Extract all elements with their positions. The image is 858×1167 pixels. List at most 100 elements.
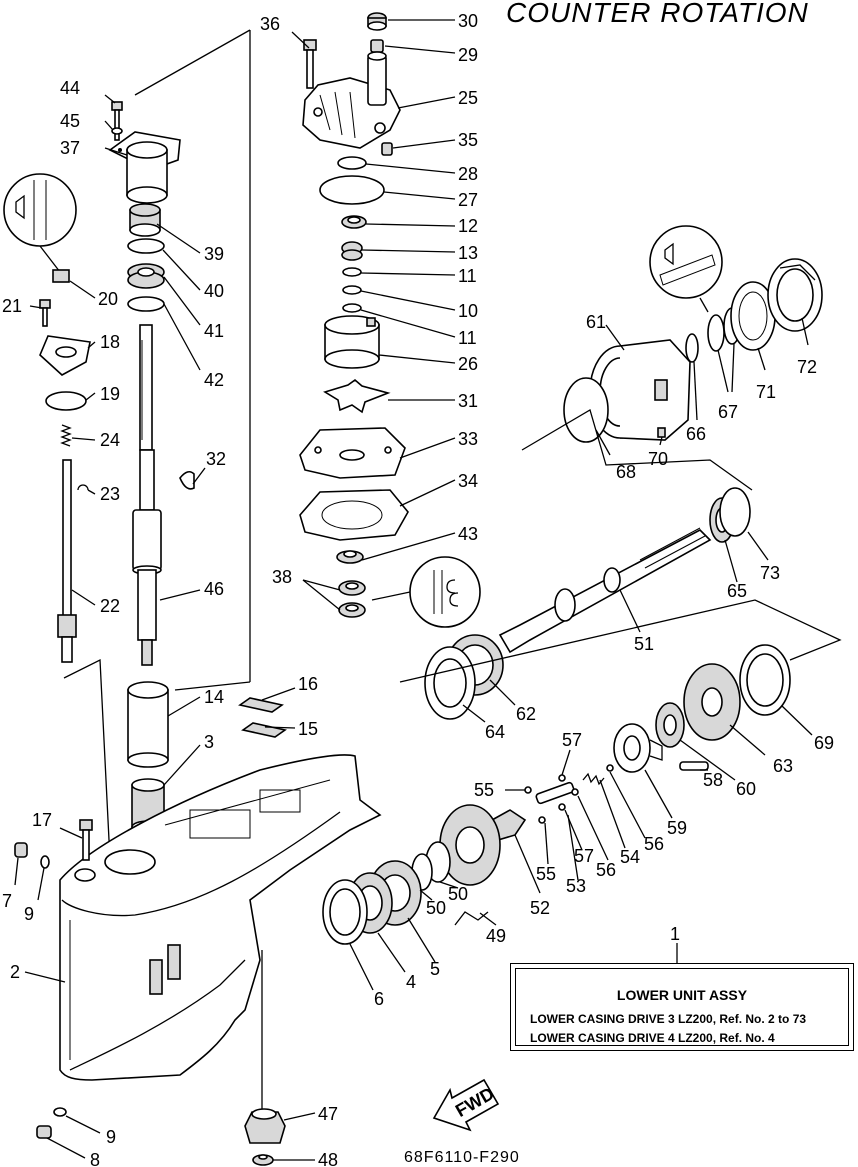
callout-9-b: 9 xyxy=(106,1127,116,1147)
part-45-washer xyxy=(111,127,123,135)
part-55-ball-a xyxy=(524,786,532,794)
callout-10: 10 xyxy=(458,301,478,321)
part-25-pump-housing xyxy=(302,51,401,149)
part-57-ball-a xyxy=(558,774,566,782)
callout-56-a: 56 xyxy=(644,834,664,854)
callout-25: 25 xyxy=(458,88,478,108)
callout-52: 52 xyxy=(530,898,550,918)
info-box-row: LOWER CASING DRIVE 3 LZ200, Ref. No. 2 t… xyxy=(530,1012,807,1026)
part-18-bracket xyxy=(39,335,91,376)
callout-59: 59 xyxy=(667,818,687,838)
part-66-bearing xyxy=(685,333,699,363)
callout-45: 45 xyxy=(60,111,80,131)
part-33-plate xyxy=(299,427,406,479)
callout-18: 18 xyxy=(100,332,120,352)
part-72-ring-nut xyxy=(767,258,823,332)
part-73-shim xyxy=(719,487,751,537)
part-22-shift-rod xyxy=(57,459,77,663)
callout-54: 54 xyxy=(620,847,640,867)
part-56-ball-b xyxy=(606,764,614,772)
callout-27: 27 xyxy=(458,190,478,210)
part-67-washer-a xyxy=(707,314,725,352)
callout-36: 36 xyxy=(260,14,280,34)
callout-50-a: 50 xyxy=(448,884,468,904)
callout-68: 68 xyxy=(616,462,636,482)
part-21-bolt xyxy=(39,299,51,327)
callout-63: 63 xyxy=(773,756,793,776)
callout-11-a: 11 xyxy=(458,266,477,286)
callout-24: 24 xyxy=(100,430,120,450)
part-11-washer-b xyxy=(342,303,362,313)
callout-38: 38 xyxy=(272,567,292,587)
callout-labels: 30 29 25 35 28 27 12 13 11 10 11 26 31 3… xyxy=(2,11,834,1167)
callout-71: 71 xyxy=(756,382,776,402)
part-56-ball-c xyxy=(571,788,579,796)
lower-unit-info-box: LOWER UNIT ASSY LOWER CASING DRIVE 3 LZ2… xyxy=(510,963,854,1051)
part-60-bearing xyxy=(655,702,685,748)
callout-31: 31 xyxy=(458,391,478,411)
bracket-housing xyxy=(521,409,753,491)
part-55-ball-b xyxy=(538,816,546,824)
callout-46: 46 xyxy=(204,579,224,599)
callout-40: 40 xyxy=(204,281,224,301)
callout-44: 44 xyxy=(60,78,80,98)
callout-14: 14 xyxy=(204,687,224,707)
part-13-seal xyxy=(341,241,363,261)
part-61-housing xyxy=(589,339,691,441)
part-37-bearing-housing xyxy=(108,131,181,204)
part-34-gasket xyxy=(299,489,409,541)
callout-17: 17 xyxy=(32,810,52,830)
guide-line-mid xyxy=(174,681,251,691)
part-14-sleeve xyxy=(127,681,169,768)
callout-51: 51 xyxy=(634,634,654,654)
part-38-oil-seals xyxy=(338,580,366,618)
callout-50-b: 50 xyxy=(426,898,446,918)
part-30-grommet xyxy=(367,12,387,31)
callout-65: 65 xyxy=(727,581,747,601)
callout-53: 53 xyxy=(566,876,586,896)
part-70-pin xyxy=(657,427,666,438)
callout-62: 62 xyxy=(516,704,536,724)
callout-35: 35 xyxy=(458,130,478,150)
part-31-impeller xyxy=(323,378,391,414)
callout-15: 15 xyxy=(298,719,318,739)
callout-57-b: 57 xyxy=(574,846,594,866)
callout-57-a: 57 xyxy=(562,730,582,750)
callout-58: 58 xyxy=(703,770,723,790)
part-24-spring xyxy=(60,424,72,447)
callout-67: 67 xyxy=(718,402,738,422)
callout-2: 2 xyxy=(10,962,20,982)
info-box-title: LOWER UNIT ASSY xyxy=(616,987,748,1003)
part-48-nut xyxy=(252,1154,274,1166)
bracket-49 xyxy=(454,911,489,926)
drawing-code: 68F6110-F290 xyxy=(404,1149,520,1166)
callout-9-a: 9 xyxy=(24,904,34,924)
callout-16: 16 xyxy=(298,674,318,694)
callout-61: 61 xyxy=(586,312,606,332)
callout-22: 22 xyxy=(100,596,120,616)
part-9-gasket-b xyxy=(53,1107,67,1117)
callout-23: 23 xyxy=(100,484,120,504)
callout-7: 7 xyxy=(2,891,12,911)
part-51-propeller-shaft xyxy=(498,527,712,654)
part-8-plug xyxy=(36,1125,52,1139)
part-15-pad xyxy=(241,722,287,738)
part-32-key xyxy=(179,470,195,490)
callout-42: 42 xyxy=(204,370,224,390)
callout-70: 70 xyxy=(648,449,668,469)
callout-29: 29 xyxy=(458,45,478,65)
part-36-bolt xyxy=(303,39,317,89)
callout-37: 37 xyxy=(60,138,80,158)
callout-48: 48 xyxy=(318,1150,338,1167)
callout-55-a: 55 xyxy=(474,780,494,800)
part-2-lower-casing xyxy=(59,754,382,1081)
info-box-row: LOWER CASING DRIVE 4 LZ200, Ref. No. 4 xyxy=(530,1031,775,1045)
callout-30: 30 xyxy=(458,11,478,31)
callout-60: 60 xyxy=(736,779,756,799)
part-27-o-ring xyxy=(319,175,385,205)
part-39-bearing xyxy=(129,203,161,237)
leader-lines xyxy=(14,19,813,1161)
guide-line-top xyxy=(134,29,251,96)
part-44-bolt xyxy=(111,101,123,141)
